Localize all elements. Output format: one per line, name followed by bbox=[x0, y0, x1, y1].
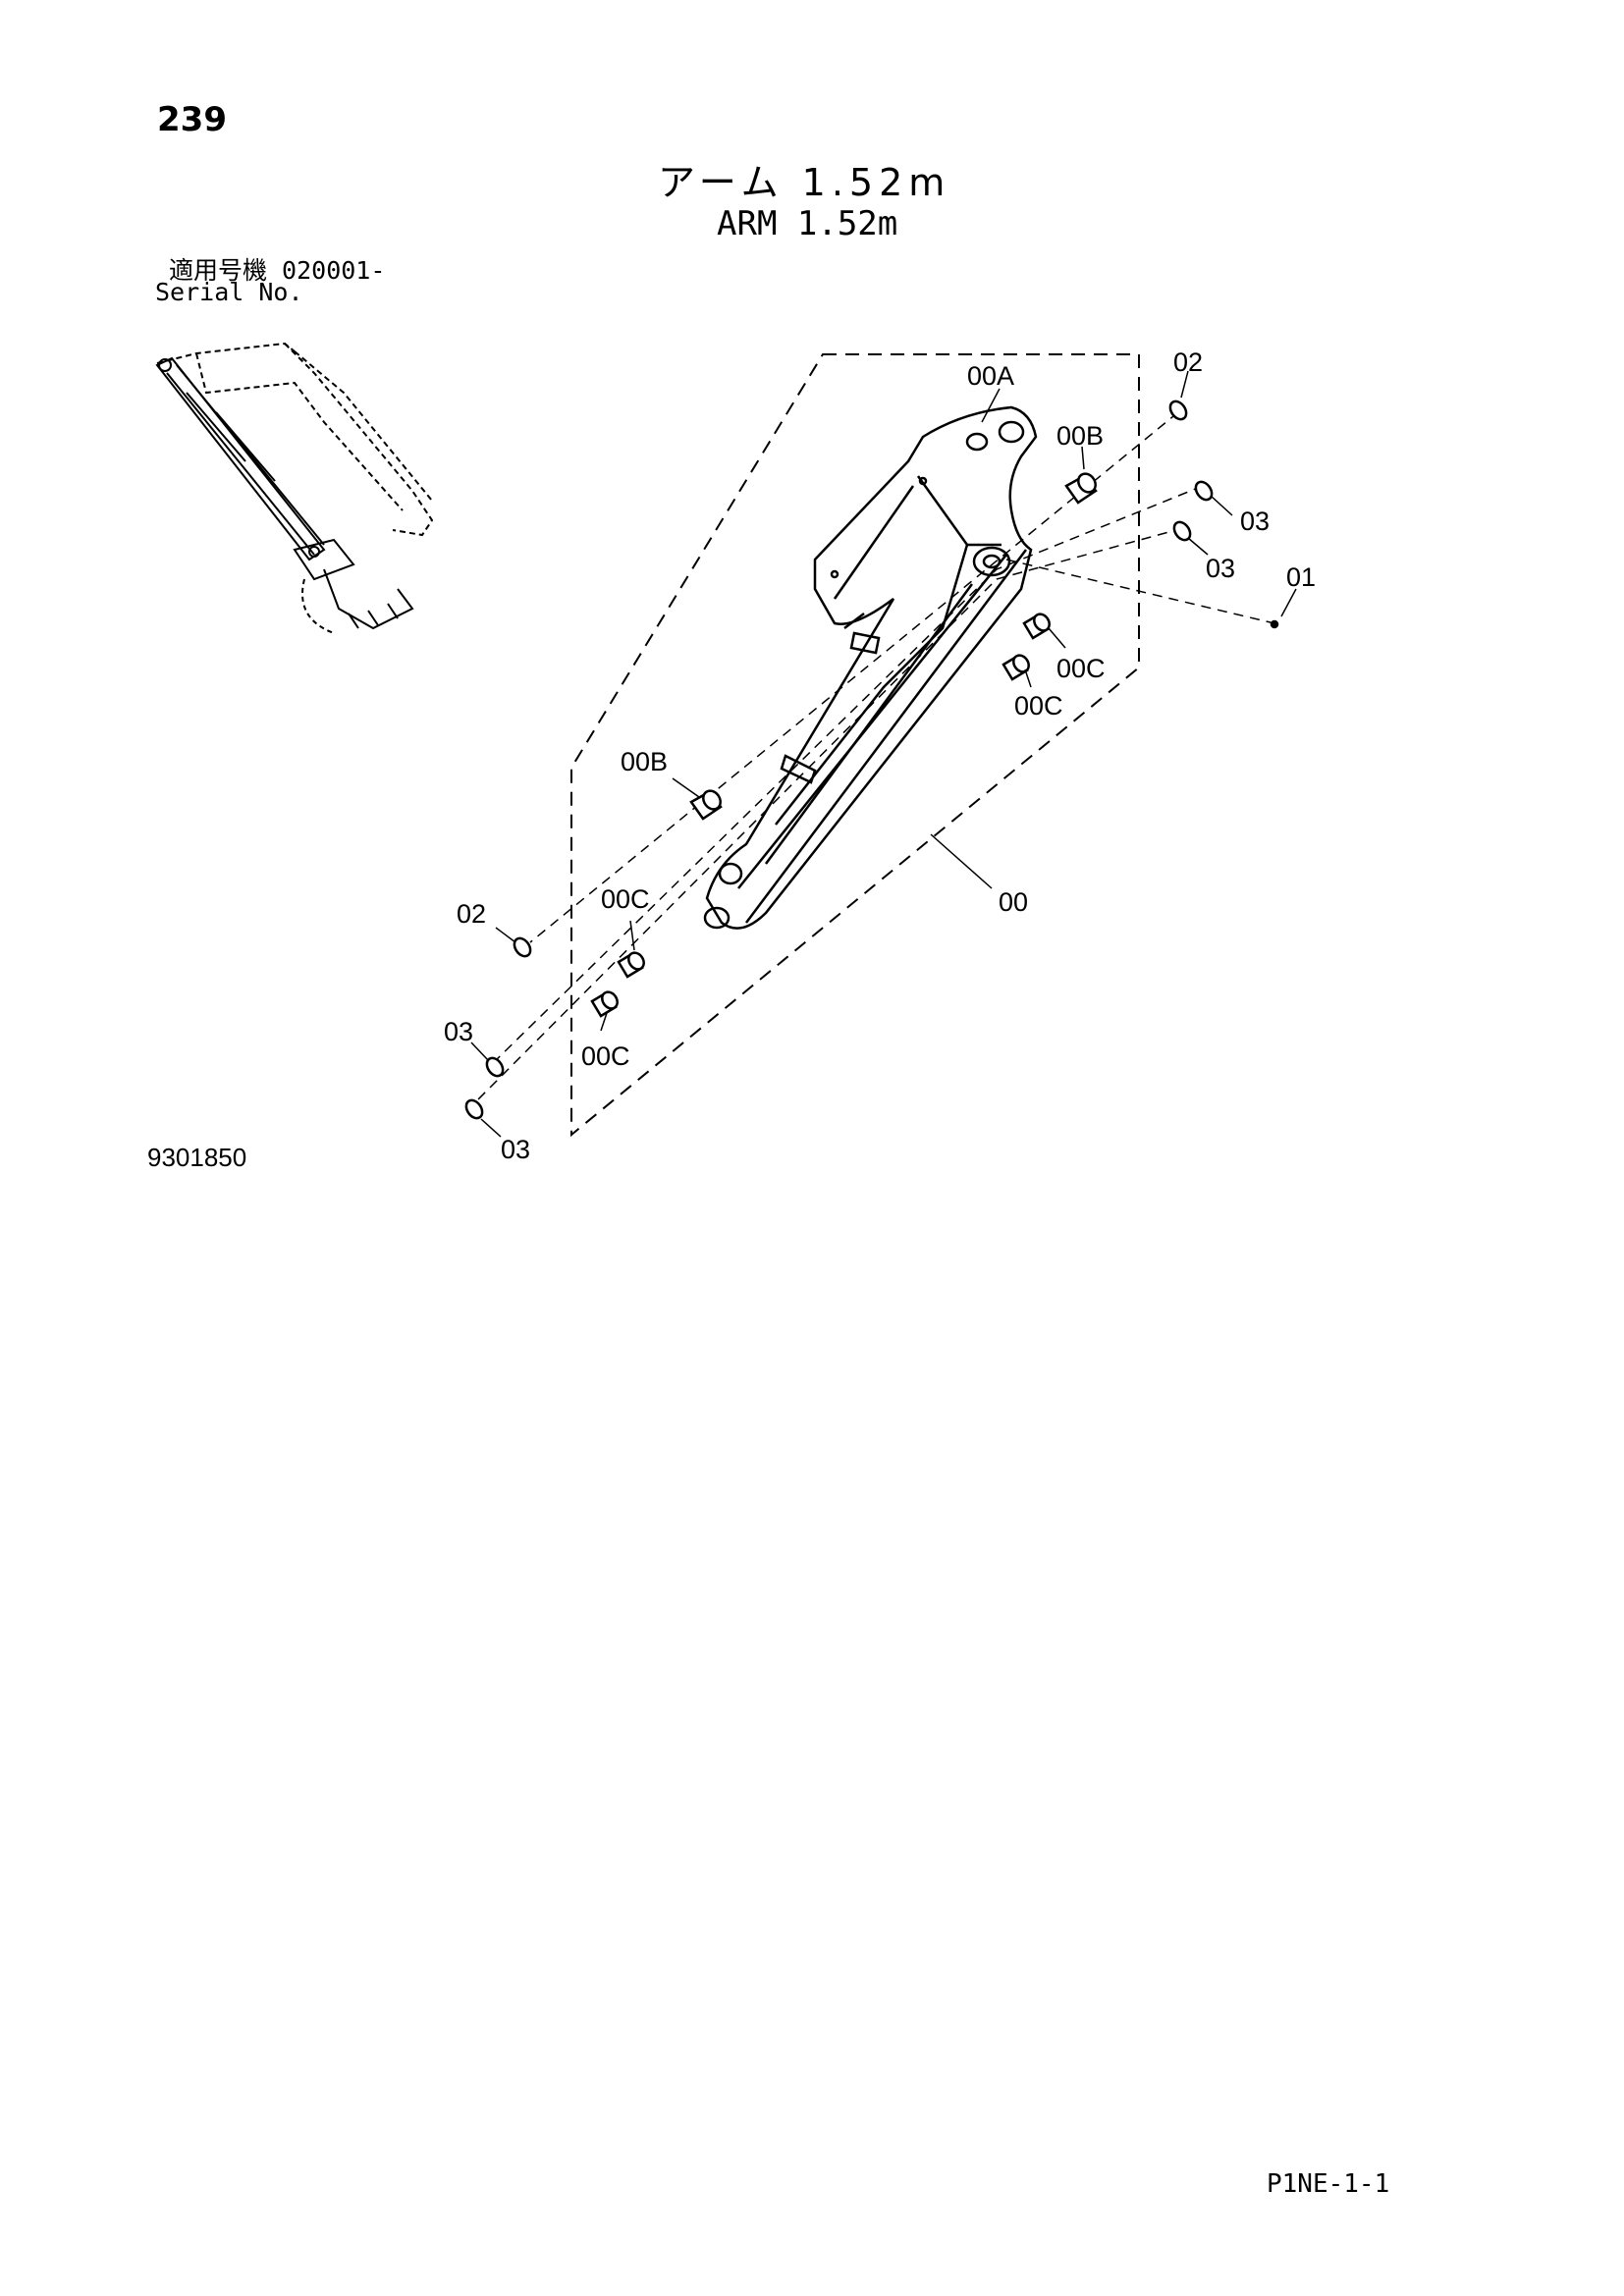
callout-02-top: 02 bbox=[1173, 347, 1203, 377]
leader-lines bbox=[470, 370, 1297, 1138]
callout-02-left: 02 bbox=[457, 899, 486, 929]
callout-00C-right-b: 00C bbox=[1014, 691, 1063, 721]
ring-03-left-a bbox=[485, 1056, 505, 1078]
serial-label-english: Serial No. bbox=[155, 278, 303, 306]
serial-label-japanese: 適用号機 020001- bbox=[169, 256, 386, 285]
ring-02-left bbox=[513, 936, 532, 958]
arm-body bbox=[703, 405, 1038, 930]
bushing-00C-left-b bbox=[590, 990, 619, 1018]
ring-03-top-b bbox=[1172, 520, 1192, 542]
bushing-00B-left bbox=[689, 789, 723, 821]
bushing-00C-right-a bbox=[1022, 613, 1051, 640]
callout-03-left-a: 03 bbox=[444, 1017, 473, 1046]
callout-01: 01 bbox=[1286, 562, 1316, 592]
ring-02-top bbox=[1168, 400, 1188, 421]
bolt-01 bbox=[1270, 619, 1279, 629]
excavator-thumbnail bbox=[155, 342, 434, 634]
callout-00B-left: 00B bbox=[621, 747, 668, 776]
callout-03-top-b: 03 bbox=[1206, 554, 1235, 583]
callout-00B-top: 00B bbox=[1056, 421, 1104, 451]
bushing-00C-left-a bbox=[617, 951, 645, 979]
callout-00: 00 bbox=[999, 887, 1028, 917]
assembly-lines bbox=[470, 411, 1275, 1107]
bushing-00B-top bbox=[1064, 472, 1098, 505]
title-japanese: アーム 1.52m bbox=[658, 161, 951, 204]
callout-03-top-a: 03 bbox=[1240, 507, 1270, 536]
title-english: ARM 1.52m bbox=[717, 204, 898, 243]
page-code: P1NE-1-1 bbox=[1267, 2169, 1390, 2199]
ring-03-top-a bbox=[1194, 480, 1214, 502]
ring-03-left-b bbox=[464, 1098, 484, 1120]
callout-00C-left-a: 00C bbox=[601, 884, 650, 914]
callout-00C-left-b: 00C bbox=[581, 1041, 630, 1071]
callout-03-left-b: 03 bbox=[501, 1135, 530, 1164]
parts bbox=[464, 400, 1279, 1120]
page-number: 239 bbox=[157, 100, 227, 139]
callout-00C-right-a: 00C bbox=[1056, 654, 1106, 683]
drawing-number: 9301850 bbox=[147, 1143, 247, 1172]
callout-00A: 00A bbox=[967, 361, 1014, 391]
assembly-boundary bbox=[570, 353, 1140, 1138]
